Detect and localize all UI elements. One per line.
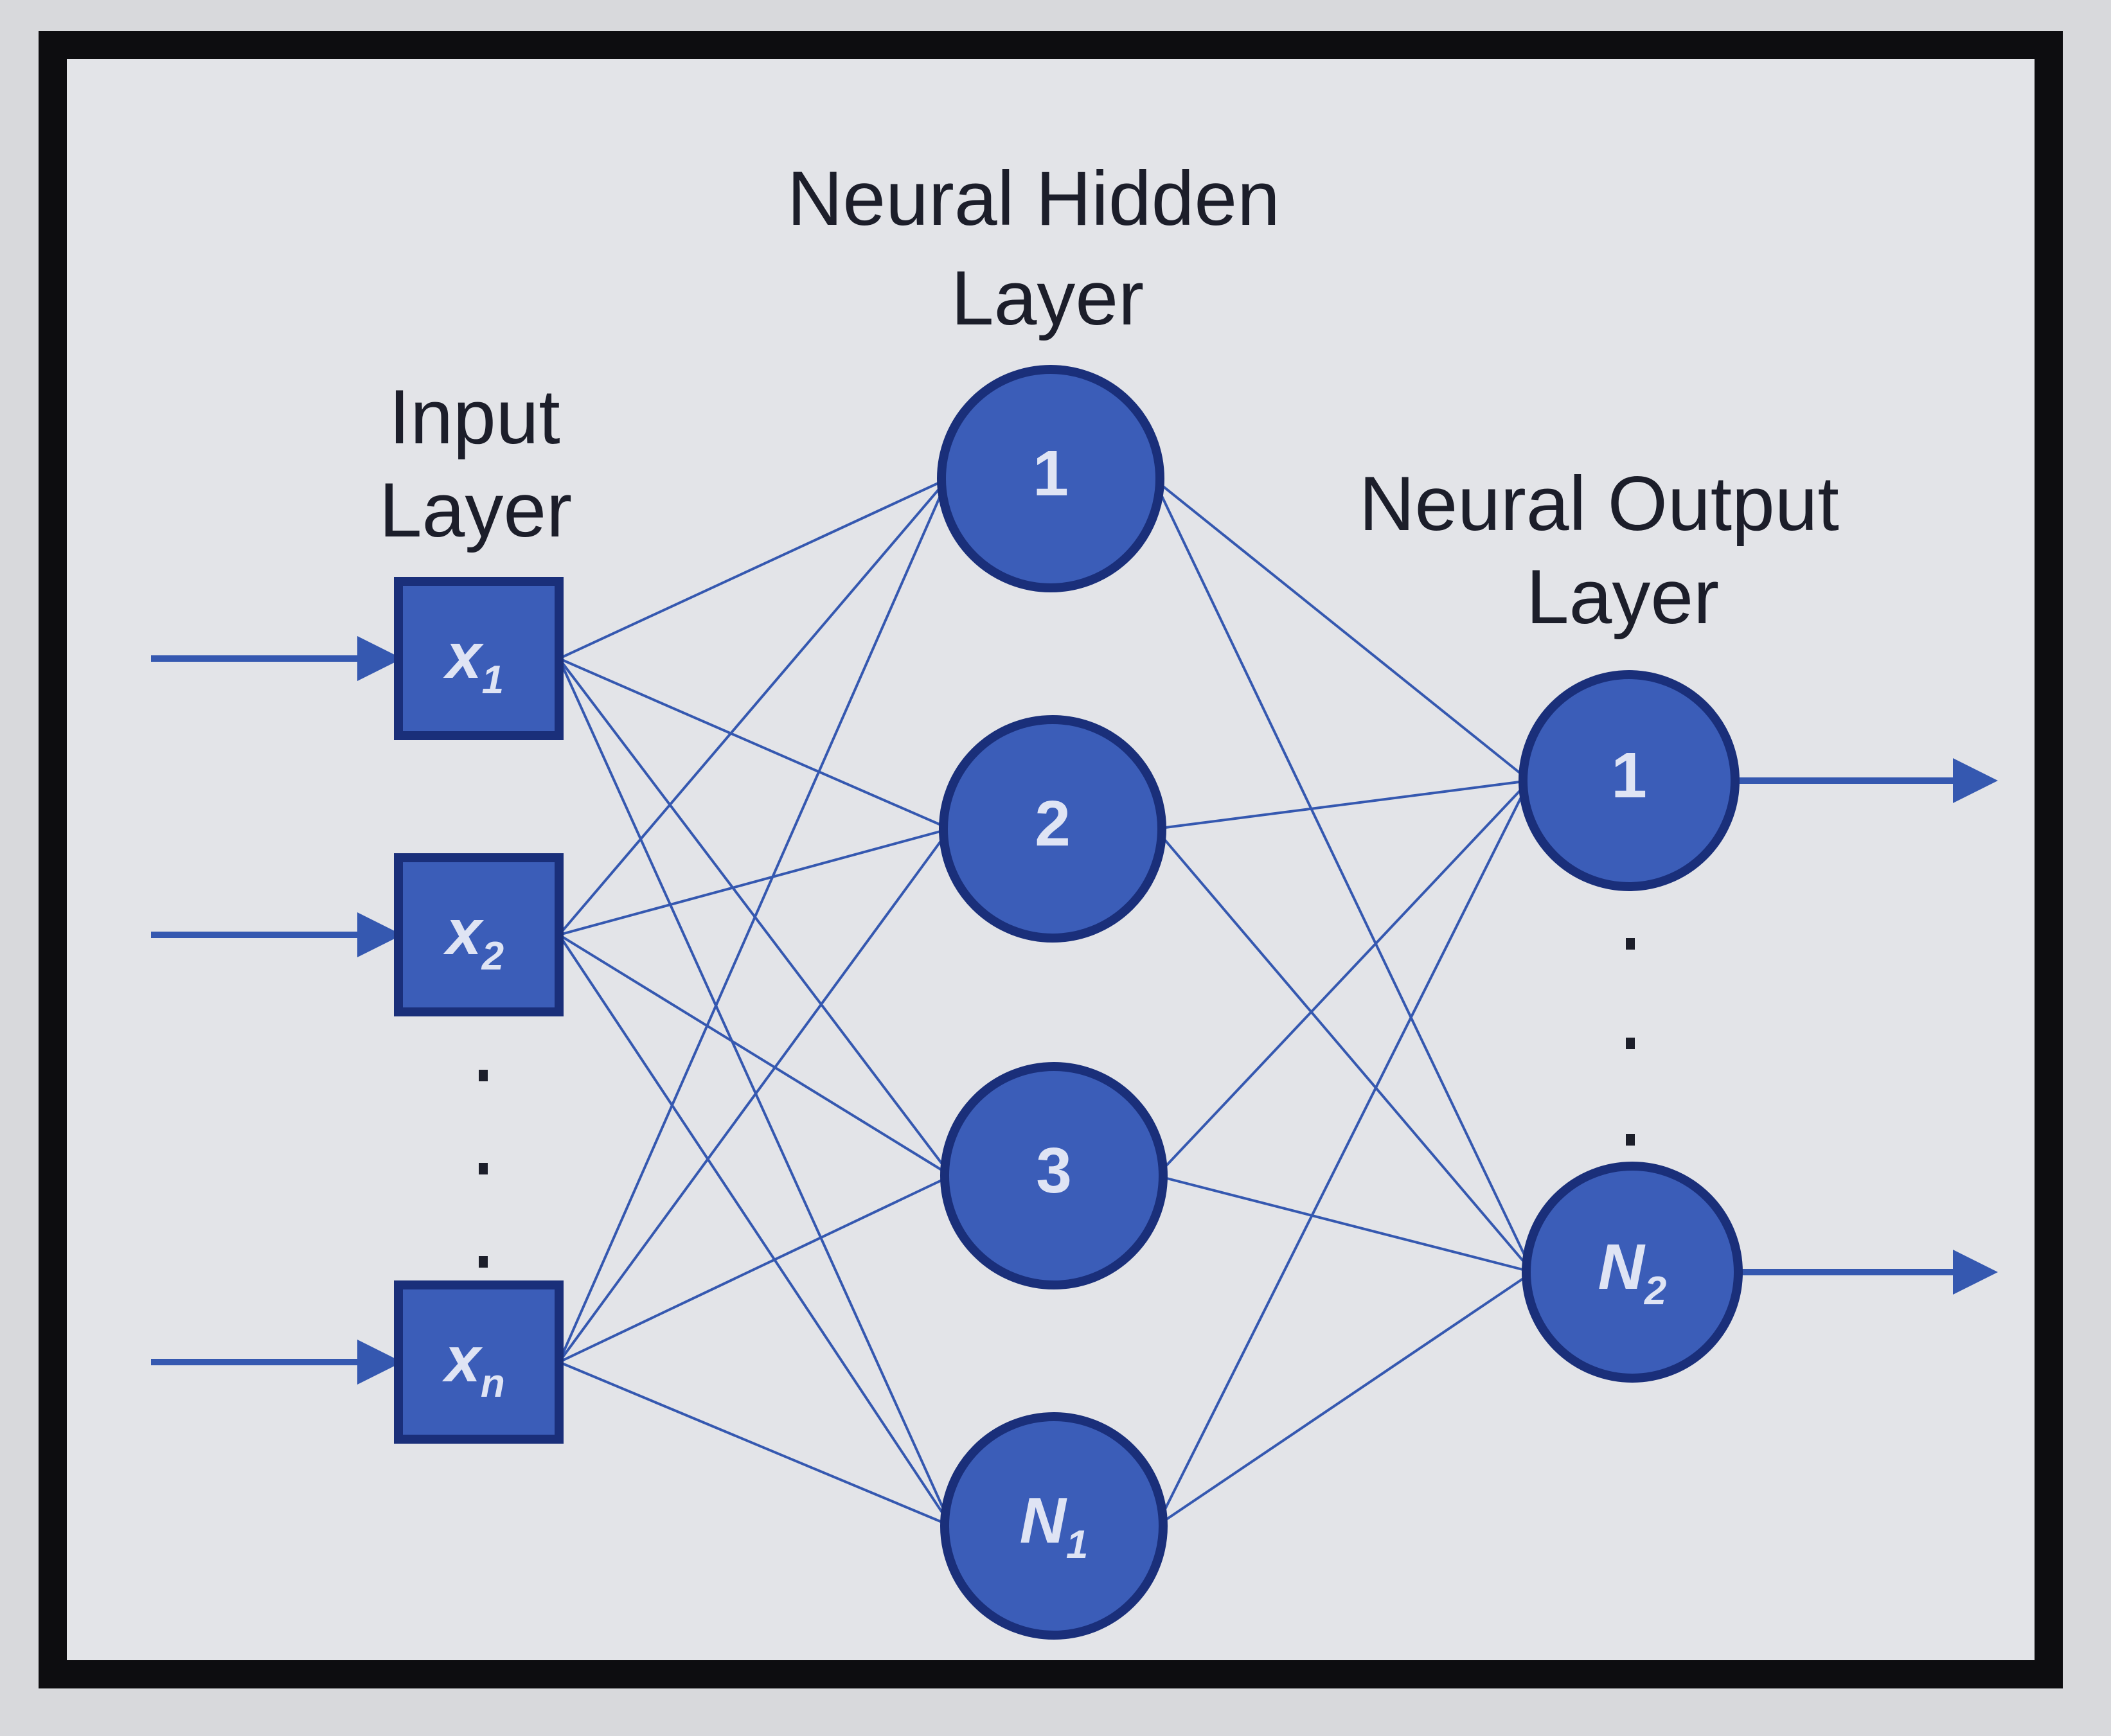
output-neuron-2: N2: [1522, 1162, 1743, 1383]
connection-lines: [558, 477, 1534, 1527]
signal-arrows: [151, 636, 1998, 1385]
edge-input-3-hidden-3: [558, 1174, 952, 1363]
hidden-neuron-4-label: N1: [1020, 1485, 1089, 1567]
hidden-neuron-2: 2: [939, 715, 1166, 943]
input-node-2-label-subscript: 2: [481, 934, 504, 979]
hidden-layer-label-line2: Layer: [951, 255, 1144, 341]
edge-hidden-2-output-1: [1155, 779, 1530, 830]
output-neuron-1-label: 1: [1611, 740, 1647, 811]
output-ellipsis-dot-1: [1626, 938, 1635, 950]
edge-input-2-hidden-3: [558, 934, 952, 1177]
edge-input-2-hidden-2: [558, 828, 950, 936]
input-node-1-label-base: x: [443, 620, 484, 692]
hidden-neuron-4-label-subscript: 1: [1066, 1523, 1088, 1567]
input-node-1: x1: [394, 577, 564, 740]
edge-input-2-hidden-1: [558, 477, 949, 936]
input-node-box: [394, 853, 564, 1016]
hidden-neuron-1-label: 1: [1033, 438, 1069, 509]
output-neuron-2-label-subscript: 2: [1644, 1269, 1666, 1313]
input-node-box: [394, 577, 564, 740]
hidden-neuron-3-label-base: 3: [1036, 1135, 1072, 1207]
output-neuron-2-label-base: N: [1598, 1231, 1646, 1303]
input-node-box: [394, 1280, 564, 1444]
edge-hidden-4-output-2: [1155, 1271, 1534, 1527]
input-node-1-label-subscript: 1: [482, 658, 504, 702]
hidden-neuron-circle: [940, 1412, 1168, 1640]
output-neuron-circle: [1522, 1162, 1743, 1383]
edge-hidden-3-output-2: [1156, 1174, 1533, 1273]
edge-input-3-hidden-1: [558, 478, 949, 1363]
edge-hidden-3-output-1: [1155, 779, 1531, 1177]
output-ellipsis-dot-3: [1626, 1134, 1635, 1146]
input-ellipsis-dot-1: [479, 1070, 488, 1081]
hidden-neuron-1-label-base: 1: [1033, 438, 1069, 509]
hidden-layer-label-line1: Neural Hidden: [787, 155, 1280, 242]
input-layer-label-line1: Input: [389, 374, 560, 460]
output-neuron-2-label: N2: [1598, 1231, 1667, 1313]
hidden-neuron-2-label: 2: [1035, 788, 1071, 860]
edge-input-1-hidden-4: [558, 658, 952, 1527]
input-ellipsis-dot-2: [479, 1163, 488, 1174]
output-ellipsis-dot-2: [1626, 1038, 1635, 1049]
input-layer-label: Input Layer: [379, 374, 582, 553]
edge-hidden-1-output-2: [1152, 478, 1534, 1273]
hidden-neuron-4: N1: [940, 1412, 1168, 1640]
output-layer-label: Neural Output Layer: [1359, 461, 1860, 640]
input-ellipsis-dot-3: [479, 1256, 488, 1268]
input-layer-label-line2: Layer: [379, 467, 572, 553]
input-node-2-label: x2: [443, 896, 504, 979]
hidden-neuron-3: 3: [940, 1062, 1168, 1289]
edge-hidden-2-output-2: [1154, 828, 1534, 1273]
hidden-neuron-circle: [939, 715, 1166, 943]
input-node-2: x2: [394, 853, 564, 1016]
output-layer-label-line1: Neural Output: [1359, 461, 1839, 547]
hidden-neuron-circle: [940, 1062, 1168, 1289]
input-node-2-label-base: x: [443, 896, 484, 968]
output-layer: 1N2: [1519, 670, 1743, 1383]
hidden-neuron-circle: [937, 365, 1164, 592]
input-node-3-label-subscript: n: [481, 1361, 505, 1406]
hidden-layer-label: Neural Hidden Layer: [787, 155, 1301, 341]
input-node-3-label: xn: [441, 1324, 505, 1406]
edge-input-3-hidden-4: [558, 1361, 952, 1527]
hidden-neuron-1: 1: [937, 365, 1164, 592]
edge-input-2-hidden-4: [558, 934, 952, 1527]
hidden-neuron-4-label-base: N: [1020, 1485, 1067, 1557]
edge-input-1-hidden-1: [558, 477, 949, 660]
edge-input-1-hidden-2: [558, 657, 950, 830]
diagram-frame: [39, 31, 2063, 1688]
output-layer-label-line2: Layer: [1526, 554, 1719, 640]
output-neuron-1-label-base: 1: [1611, 740, 1647, 811]
input-node-1-label: x1: [443, 620, 504, 702]
ellipsis-dots: [479, 938, 1635, 1268]
edge-hidden-4-output-1: [1155, 780, 1531, 1527]
output-neuron-circle: [1519, 670, 1740, 891]
edge-hidden-1-output-1: [1152, 477, 1531, 782]
hidden-neuron-3-label: 3: [1036, 1135, 1072, 1207]
edge-input-3-hidden-2: [558, 828, 951, 1363]
output-neuron-1: 1: [1519, 670, 1740, 891]
input-node-3: xn: [394, 1280, 564, 1444]
input-node-3-label-base: x: [441, 1324, 483, 1395]
hidden-neuron-2-label-base: 2: [1035, 788, 1071, 860]
